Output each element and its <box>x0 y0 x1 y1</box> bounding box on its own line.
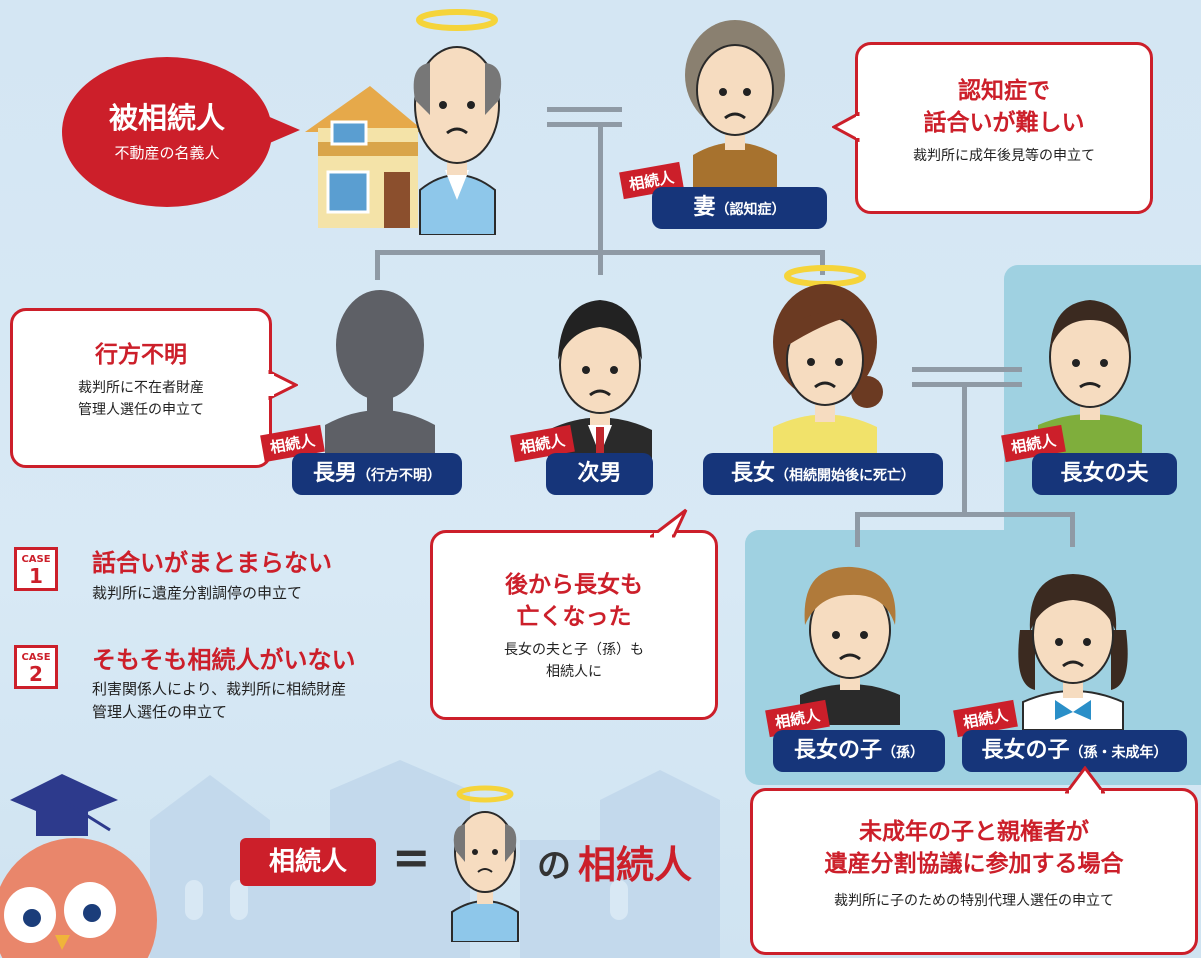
deceased-grandfather-icon <box>413 9 502 235</box>
marriage-line-bottom <box>547 122 622 127</box>
later-death-sub-1: 長女の夫と子（孫）も <box>504 642 644 658</box>
grandchild2-note: （孫・未成年） <box>1069 745 1168 761</box>
grandchild2-name: 長女の子 <box>981 738 1070 763</box>
case1-desc: 裁判所に遺産分割調停の申立て <box>92 584 303 602</box>
marriage2-line-bottom <box>912 382 1022 387</box>
bubble-later-death: 後から長女も 亡くなった 長女の夫と子（孫）も 相続人に <box>430 530 718 720</box>
bubble-dementia: 認知症で 話合いが難しい 裁判所に成年後見等の申立て <box>855 42 1153 214</box>
later-death-sub-2: 相続人に <box>546 664 602 680</box>
tree-trunk <box>598 127 603 275</box>
minor-sub: 裁判所に子のための特別代理人選任の申立て <box>834 893 1114 909</box>
equation-right: 相続人 <box>578 843 693 887</box>
second-son-name: 次男 <box>577 461 622 486</box>
missing-title: 行方不明 <box>95 342 187 368</box>
house-icon <box>305 86 425 228</box>
label-daughter-husband: 長女の夫 <box>1032 453 1177 495</box>
eldest-daughter-icon <box>773 265 883 457</box>
branch-grandchild2 <box>1070 512 1075 547</box>
dementia-title-2: 話合いが難しい <box>923 110 1085 136</box>
branch-eldest-daughter <box>820 250 825 275</box>
deceased-title: 被相続人 <box>108 101 225 135</box>
grandchild1-note: （孫） <box>882 745 924 761</box>
bubble-minor-pointer <box>1065 766 1105 794</box>
bubble-dementia-pointer <box>832 112 860 142</box>
label-grandchild1: 長女の子（孫） <box>773 730 945 772</box>
grandchild1-name: 長女の子 <box>793 738 882 763</box>
dementia-sub: 裁判所に成年後見等の申立て <box>913 148 1095 164</box>
case1-title: 話合いがまとまらない <box>92 549 332 577</box>
branch-grandchild1 <box>855 512 860 547</box>
eldest-son-note: （行方不明） <box>357 468 441 484</box>
deceased-subtitle: 不動産の名義人 <box>114 144 220 162</box>
grandchild-boy-icon <box>800 566 900 725</box>
minor-title-1: 未成年の子と親権者が <box>859 819 1089 845</box>
case1-label: CASE <box>21 554 51 565</box>
case2-label: CASE <box>21 652 51 663</box>
marriage-line-top <box>547 107 622 112</box>
tree-trunk-2 <box>962 387 967 517</box>
daughter-husband-name: 長女の夫 <box>1060 461 1149 486</box>
case1-badge: CASE 1 <box>14 547 58 591</box>
deceased-circle-pointer <box>265 115 300 145</box>
daughter-husband-icon <box>1038 300 1142 455</box>
case2-title: そもそも相続人がいない <box>92 646 356 674</box>
bubble-later-death-pointer <box>650 508 688 538</box>
owl-mascot-icon <box>0 774 157 958</box>
eldest-daughter-name: 長女 <box>730 461 775 486</box>
case2-badge: CASE 2 <box>14 645 58 689</box>
branch-eldest-son <box>375 250 380 280</box>
deceased-small-icon <box>451 785 519 942</box>
eldest-daughter-note: （相続開始後に死亡） <box>775 468 915 484</box>
later-death-title-2: 亡くなった <box>516 604 632 630</box>
wife-name: 妻 <box>693 195 716 220</box>
case2-number: 2 <box>29 662 43 686</box>
grandchild-girl-icon <box>1018 574 1128 730</box>
marriage2-line-top <box>912 367 1022 372</box>
bubble-minor: 未成年の子と親権者が 遺産分割協議に参加する場合 裁判所に子のための特別代理人選… <box>750 788 1198 955</box>
case2-desc-2: 管理人選任の申立て <box>92 703 228 721</box>
case1-number: 1 <box>29 564 43 588</box>
label-eldest-daughter: 長女（相続開始後に死亡） <box>703 453 943 495</box>
eldest-son-name: 長男 <box>312 461 357 486</box>
later-death-title-1: 後から長女も <box>505 572 643 598</box>
label-grandchild2: 長女の子（孫・未成年） <box>962 730 1187 772</box>
dementia-title-1: 認知症で <box>958 78 1050 104</box>
bubble-missing: 行方不明 裁判所に不在者財産 管理人選任の申立て <box>10 308 272 468</box>
label-wife: 妻（認知症） <box>652 187 827 229</box>
label-second-son: 次男 <box>546 453 653 495</box>
label-eldest-son: 長男（行方不明） <box>292 453 462 495</box>
eldest-son-silhouette-icon <box>325 290 435 460</box>
deceased-circle <box>62 57 272 207</box>
minor-title-2: 遺産分割協議に参加する場合 <box>824 851 1124 877</box>
bubble-missing-pointer <box>268 370 298 400</box>
equation-left-badge: 相続人 <box>240 838 376 886</box>
grandchildren-branch <box>855 512 1075 517</box>
equation-particle: の <box>537 846 571 886</box>
missing-sub-2: 管理人選任の申立て <box>78 402 204 418</box>
wife-note: （認知症） <box>715 202 786 218</box>
equation-equals: = <box>392 830 431 884</box>
children-branch <box>375 250 825 255</box>
missing-sub-1: 裁判所に不在者財産 <box>78 380 204 396</box>
case2-desc-1: 利害関係人により、裁判所に相続財産 <box>92 680 347 698</box>
wife-icon <box>685 20 785 190</box>
